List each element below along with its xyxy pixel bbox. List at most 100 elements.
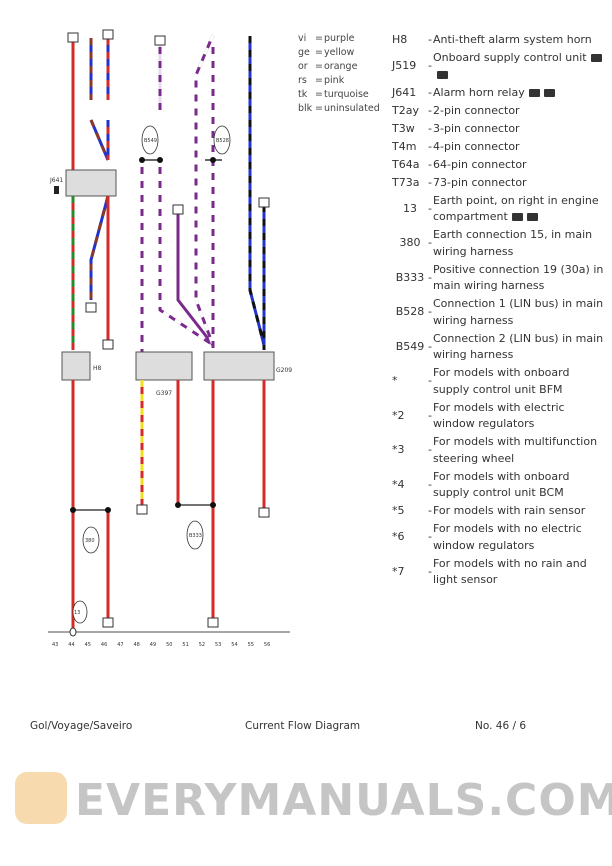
legend-description: Connection 1 (LIN bus) in main wiring ha… bbox=[433, 297, 604, 327]
terminal-box bbox=[102, 29, 114, 40]
footer-model: Gol/Voyage/Saveiro bbox=[30, 720, 133, 732]
track-number: 48 bbox=[134, 642, 140, 648]
camera-icon bbox=[528, 88, 540, 97]
legend-code: *5 bbox=[392, 504, 405, 517]
camera-icon bbox=[54, 186, 59, 194]
footer-title: Current Flow Diagram bbox=[245, 720, 361, 732]
legend-code: *6 bbox=[392, 530, 405, 544]
track-number: 47 bbox=[117, 642, 123, 648]
track-number: 53 bbox=[215, 642, 221, 648]
equals: = bbox=[315, 75, 323, 86]
color-code-row: tk =turquoise bbox=[298, 88, 380, 102]
legend-description: Positive connection 19 (30a) in main wir… bbox=[433, 262, 604, 293]
equals: = bbox=[315, 89, 323, 100]
legend-item: T2ay-2-pin connector bbox=[392, 103, 608, 120]
legend-code: B549 bbox=[395, 339, 425, 353]
legend-item: J641-Alarm horn relay bbox=[392, 85, 608, 102]
dash: - bbox=[428, 139, 432, 153]
track-number: 43 bbox=[52, 642, 58, 648]
wire-stripe bbox=[158, 160, 214, 347]
dash: - bbox=[428, 201, 432, 215]
node-13-label: 13 bbox=[74, 610, 80, 616]
track-number: 44 bbox=[68, 642, 74, 648]
legend-description: Alarm horn relay bbox=[433, 85, 525, 99]
dash: - bbox=[428, 59, 432, 73]
horn-label: H8 bbox=[93, 365, 102, 372]
terminal-box bbox=[136, 504, 148, 515]
color-code: or bbox=[298, 61, 308, 72]
splice-node bbox=[139, 157, 145, 163]
track-number: 51 bbox=[182, 642, 188, 648]
sensor2-label: G209 bbox=[276, 367, 292, 374]
legend-description: 2-pin connector bbox=[433, 103, 520, 117]
ground-terminal bbox=[69, 627, 77, 637]
legend-code: J641 bbox=[392, 85, 417, 99]
legend-description: For models with no electric window regul… bbox=[433, 522, 582, 552]
terminal-box bbox=[258, 507, 270, 518]
legend-code: * bbox=[392, 374, 398, 388]
equals: = bbox=[315, 61, 323, 72]
color-code: ge bbox=[298, 47, 310, 58]
legend-code: T73a bbox=[392, 175, 420, 189]
color-code-row: ge =yellow bbox=[298, 46, 380, 60]
color-code-row: blk=uninsulated bbox=[298, 102, 380, 116]
sensor-g209 bbox=[203, 351, 275, 381]
legend-description: Connection 2 (LIN bus) in main wiring ha… bbox=[433, 331, 604, 362]
dash: - bbox=[428, 175, 432, 189]
horn-h8 bbox=[61, 351, 91, 381]
dash: - bbox=[428, 564, 432, 578]
legend-code: T4m bbox=[392, 139, 417, 153]
legend-description: Onboard supply control unit bbox=[433, 51, 587, 64]
color-name: purple bbox=[324, 33, 355, 44]
legend-description: For models with multifunction steering w… bbox=[433, 435, 598, 465]
color-name: turquoise bbox=[324, 89, 369, 100]
legend-item: *3-For models with multifunction steerin… bbox=[392, 434, 608, 467]
track-number: 49 bbox=[150, 642, 156, 648]
watermark-logo bbox=[15, 772, 67, 824]
camera-icon bbox=[543, 88, 555, 97]
wire bbox=[176, 210, 215, 346]
node-b549-label: B549 bbox=[144, 138, 157, 144]
legend-description: For models with onboard supply control u… bbox=[433, 469, 570, 500]
legend-code: T3w bbox=[392, 121, 415, 135]
color-code: tk bbox=[298, 89, 308, 100]
terminal-box bbox=[102, 339, 114, 350]
legend-code: *4 bbox=[392, 477, 405, 491]
node-b333-label: B333 bbox=[189, 533, 202, 539]
track-number: 45 bbox=[85, 642, 91, 648]
legend-code: H8 bbox=[392, 33, 408, 46]
legend-item: T64a-64-pin connector bbox=[392, 157, 608, 174]
legend-item: *5 -For models with rain sensor bbox=[392, 503, 608, 520]
color-name: orange bbox=[324, 61, 358, 72]
node-380 bbox=[82, 526, 100, 554]
sensor-g397 bbox=[135, 351, 193, 381]
legend-item: H8-Anti-theft alarm system horn bbox=[392, 32, 608, 49]
terminal-box bbox=[67, 32, 79, 43]
color-code-row: rs=pink bbox=[298, 74, 380, 88]
color-code: vi bbox=[298, 33, 307, 44]
dash: - bbox=[428, 33, 432, 46]
terminal-box bbox=[154, 35, 166, 46]
node-b528 bbox=[213, 125, 231, 155]
color-code-row: or =orange bbox=[298, 60, 380, 74]
splice-node bbox=[157, 157, 163, 163]
equals: = bbox=[315, 47, 323, 58]
legend-item: *2-For models with electric window regul… bbox=[392, 400, 608, 433]
legend-description: For models with rain sensor bbox=[433, 504, 586, 517]
legend-code: *2 bbox=[392, 408, 405, 422]
track-number: 46 bbox=[101, 642, 107, 648]
track-number: 55 bbox=[248, 642, 254, 648]
terminal-box bbox=[207, 617, 219, 628]
legend-item: *6-For models with no electric window re… bbox=[392, 521, 608, 554]
dash: - bbox=[428, 374, 432, 388]
dash: - bbox=[428, 504, 432, 517]
legend-description: 3-pin connector bbox=[433, 121, 520, 135]
watermark: EVERYMANUALS.COM bbox=[75, 775, 612, 826]
color-code: blk bbox=[298, 103, 313, 114]
dash: - bbox=[428, 236, 432, 250]
legend-description: For models with no rain and light sensor bbox=[433, 556, 587, 587]
color-name: yellow bbox=[324, 47, 355, 58]
